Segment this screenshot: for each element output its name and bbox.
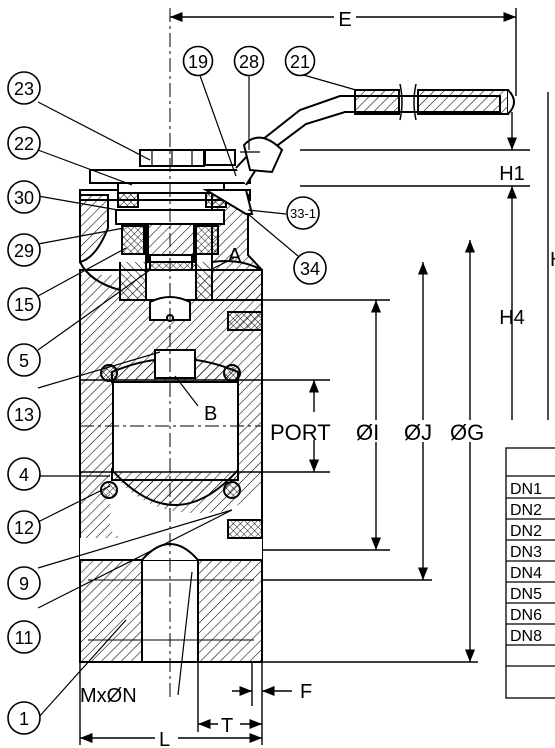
table-row: DN3 <box>510 544 542 561</box>
balloon-23: 23 <box>7 71 41 105</box>
label-F: F <box>300 681 312 703</box>
balloon-5: 5 <box>7 343 41 377</box>
part-balloons: 19 28 21 23 22 30 29 15 5 13 4 12 9 11 1… <box>7 45 327 735</box>
label-T: T <box>221 715 233 737</box>
svg-text:5: 5 <box>19 351 29 371</box>
balloon-4: 4 <box>7 457 41 491</box>
table-row: DN1 <box>510 481 542 498</box>
svg-text:12: 12 <box>14 518 34 538</box>
svg-text:11: 11 <box>15 628 34 648</box>
label-oi: ØI <box>356 420 379 445</box>
label-H4: H4 <box>499 307 525 329</box>
balloon-33-1: 33-1 <box>286 196 320 230</box>
svg-text:21: 21 <box>290 52 310 72</box>
leader-lines <box>37 69 357 719</box>
svg-text:4: 4 <box>19 465 29 485</box>
svg-text:15: 15 <box>14 295 34 315</box>
label-H: H <box>550 249 555 271</box>
dimension-labels: E E H1 H4 H A B PORT ØI ØJ ØG MxØN F T L <box>80 8 555 748</box>
dimension-lines <box>79 8 549 745</box>
balloon-29: 29 <box>7 233 41 267</box>
svg-text:33-1: 33-1 <box>290 206 316 221</box>
svg-text:19: 19 <box>188 52 208 72</box>
label-B: B <box>204 403 217 425</box>
table-row: DN5 <box>510 586 542 603</box>
balloon-21: 21 <box>284 45 316 77</box>
table-row: DN2 <box>510 502 542 519</box>
balloon-12: 12 <box>7 510 41 544</box>
balloon-28: 28 <box>233 45 265 77</box>
svg-text:28: 28 <box>239 52 259 72</box>
dimension-table-rows: DN1 DN2 DN2 DN3 DN4 DN5 DN6 DN8 <box>510 481 542 645</box>
svg-text:30: 30 <box>14 188 34 208</box>
label-port: PORT <box>270 420 331 445</box>
table-row: DN8 <box>510 628 542 645</box>
balloon-9: 9 <box>7 566 41 600</box>
balloon-34: 34 <box>293 251 327 285</box>
dimension-table <box>505 447 555 699</box>
svg-text:13: 13 <box>14 405 34 425</box>
label-L: L <box>159 729 170 748</box>
label-E-text: E <box>338 9 351 31</box>
balloon-30: 30 <box>7 180 41 214</box>
svg-text:1: 1 <box>19 709 29 729</box>
table-row: DN6 <box>510 607 542 624</box>
valve-body <box>79 269 263 663</box>
label-H1: H1 <box>499 163 525 185</box>
svg-text:34: 34 <box>300 259 320 279</box>
balloon-22: 22 <box>7 126 41 160</box>
svg-text:22: 22 <box>14 134 34 154</box>
valve-bonnet <box>79 189 263 322</box>
svg-text:23: 23 <box>14 79 34 99</box>
label-og: ØG <box>450 420 484 445</box>
balloon-11: 11 <box>7 620 41 654</box>
center-lines <box>80 8 262 700</box>
balloon-1: 1 <box>7 701 41 735</box>
balloon-15: 15 <box>7 287 41 321</box>
table-row: DN2 <box>510 523 542 540</box>
label-A: A <box>228 245 242 267</box>
label-mxon: MxØN <box>80 685 137 707</box>
table-row: DN4 <box>510 565 542 582</box>
stem-nut-and-handle <box>89 83 515 215</box>
label-oj: ØJ <box>404 420 432 445</box>
balloon-13: 13 <box>7 397 41 431</box>
svg-text:29: 29 <box>14 241 34 261</box>
balloon-19: 19 <box>182 45 214 77</box>
svg-text:9: 9 <box>19 574 29 594</box>
